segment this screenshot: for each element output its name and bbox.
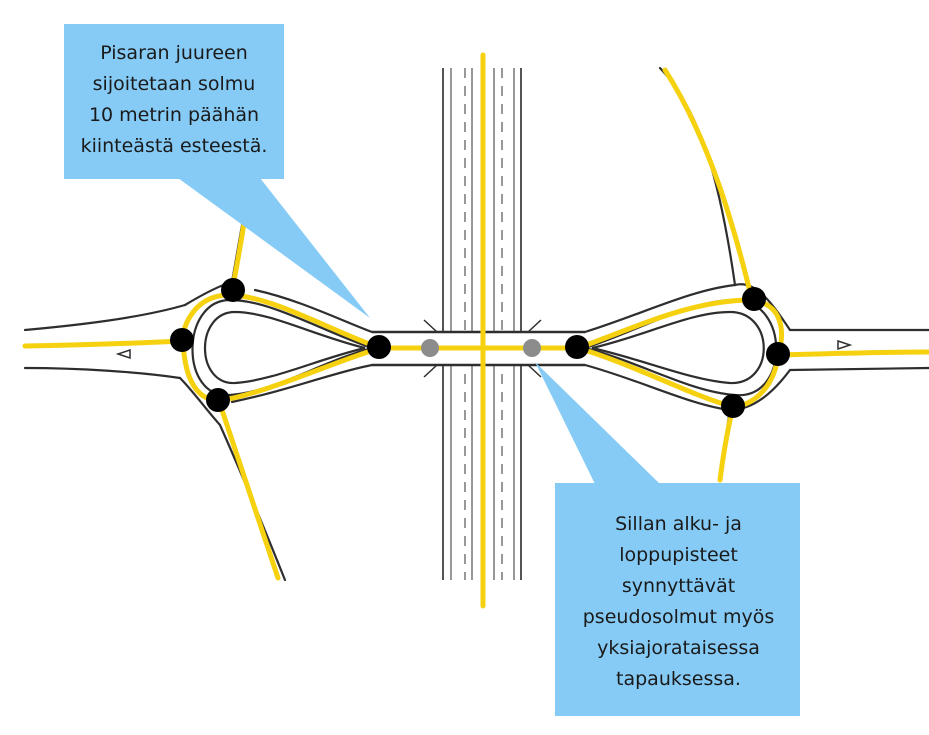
callout-2 [535,362,800,716]
callout-root-node-text: Pisaran juureen sijoitetaan solmu 10 met… [80,42,268,157]
node [170,328,194,352]
node [206,388,230,412]
pseudo-nodes [421,339,541,357]
nodes [170,278,790,418]
pseudo-node [523,339,541,357]
pseudo-node [421,339,439,357]
callout-bridge-nodes-text: Sillan alku- ja loppupisteet synnyttävät… [582,513,775,690]
callout-1 [64,24,370,318]
node [221,278,245,302]
node [766,342,790,366]
node [565,335,589,359]
node [367,335,391,359]
node [721,394,745,418]
node [742,287,766,311]
vertical-highway [442,68,522,580]
direction-arrows [115,339,853,360]
